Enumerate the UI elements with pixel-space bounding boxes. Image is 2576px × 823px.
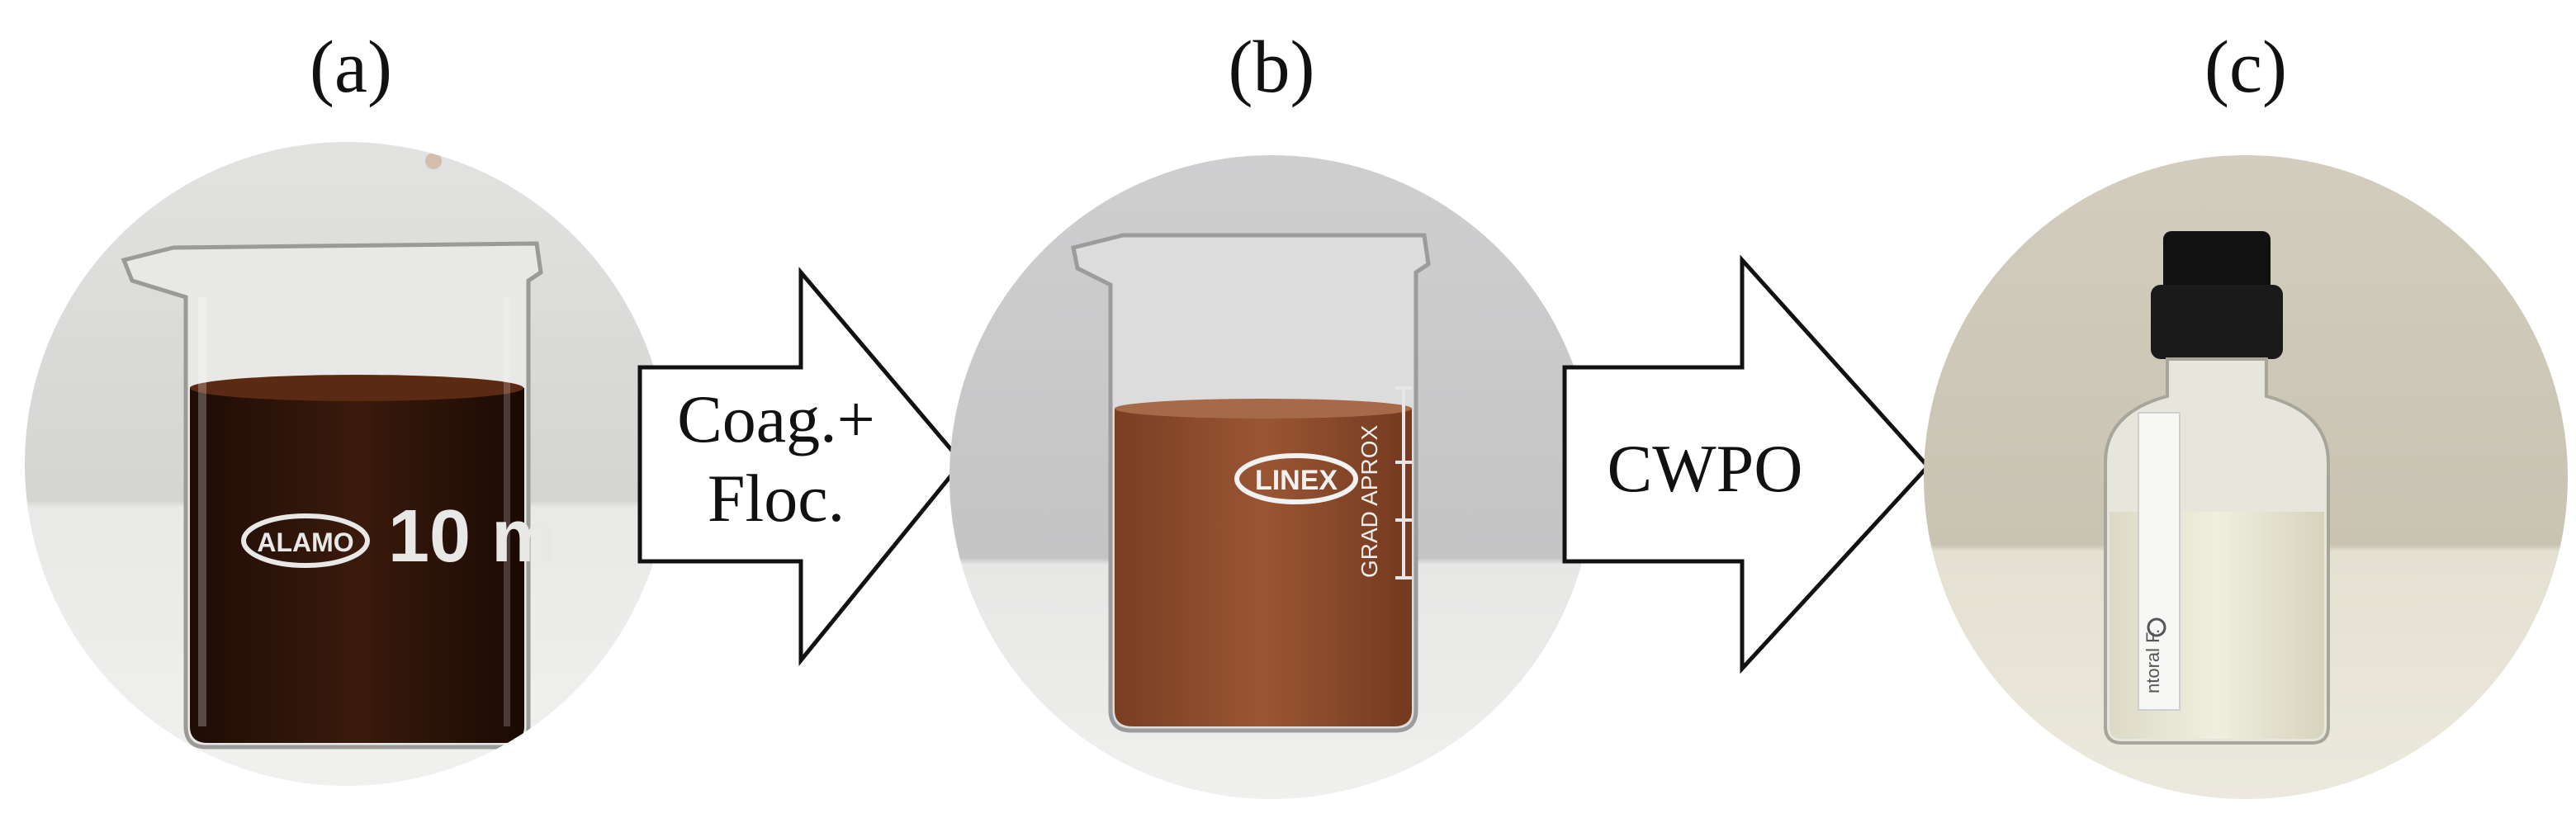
linex-logo-text: LINEX bbox=[1255, 465, 1338, 496]
arrow-label-line1: CWPO bbox=[1607, 431, 1803, 506]
beaker-volume-text: 10 m bbox=[388, 495, 557, 578]
panel-label-b: (b) bbox=[1228, 26, 1315, 108]
arrow-cwpo bbox=[1562, 254, 1931, 674]
arrow-label-line1: Coag.+ bbox=[677, 381, 875, 456]
arrow-label-coag-floc: Coag.+ Floc. bbox=[652, 380, 900, 538]
photo-a: ALAMO 10 m bbox=[25, 142, 669, 786]
arrow-label-cwpo: CWPO bbox=[1581, 429, 1829, 508]
alamo-logo: ALAMO bbox=[241, 513, 370, 568]
photo-b: GRAD APROX LINEX bbox=[949, 155, 1593, 799]
panel-label-c: (c) bbox=[2204, 26, 2287, 108]
linex-logo: LINEX bbox=[1234, 453, 1358, 504]
alamo-logo-text: ALAMO bbox=[257, 527, 353, 557]
photo-c: ntoral F. bbox=[1924, 155, 2568, 799]
panel-label-a: (a) bbox=[310, 26, 392, 108]
arrow-coag-floc bbox=[637, 267, 965, 667]
beaker-markings-text: GRAD APROX bbox=[1357, 425, 1382, 578]
bottle-label-text: ntoral F. bbox=[2143, 629, 2163, 693]
arrow-label-line2: Floc. bbox=[707, 461, 845, 536]
